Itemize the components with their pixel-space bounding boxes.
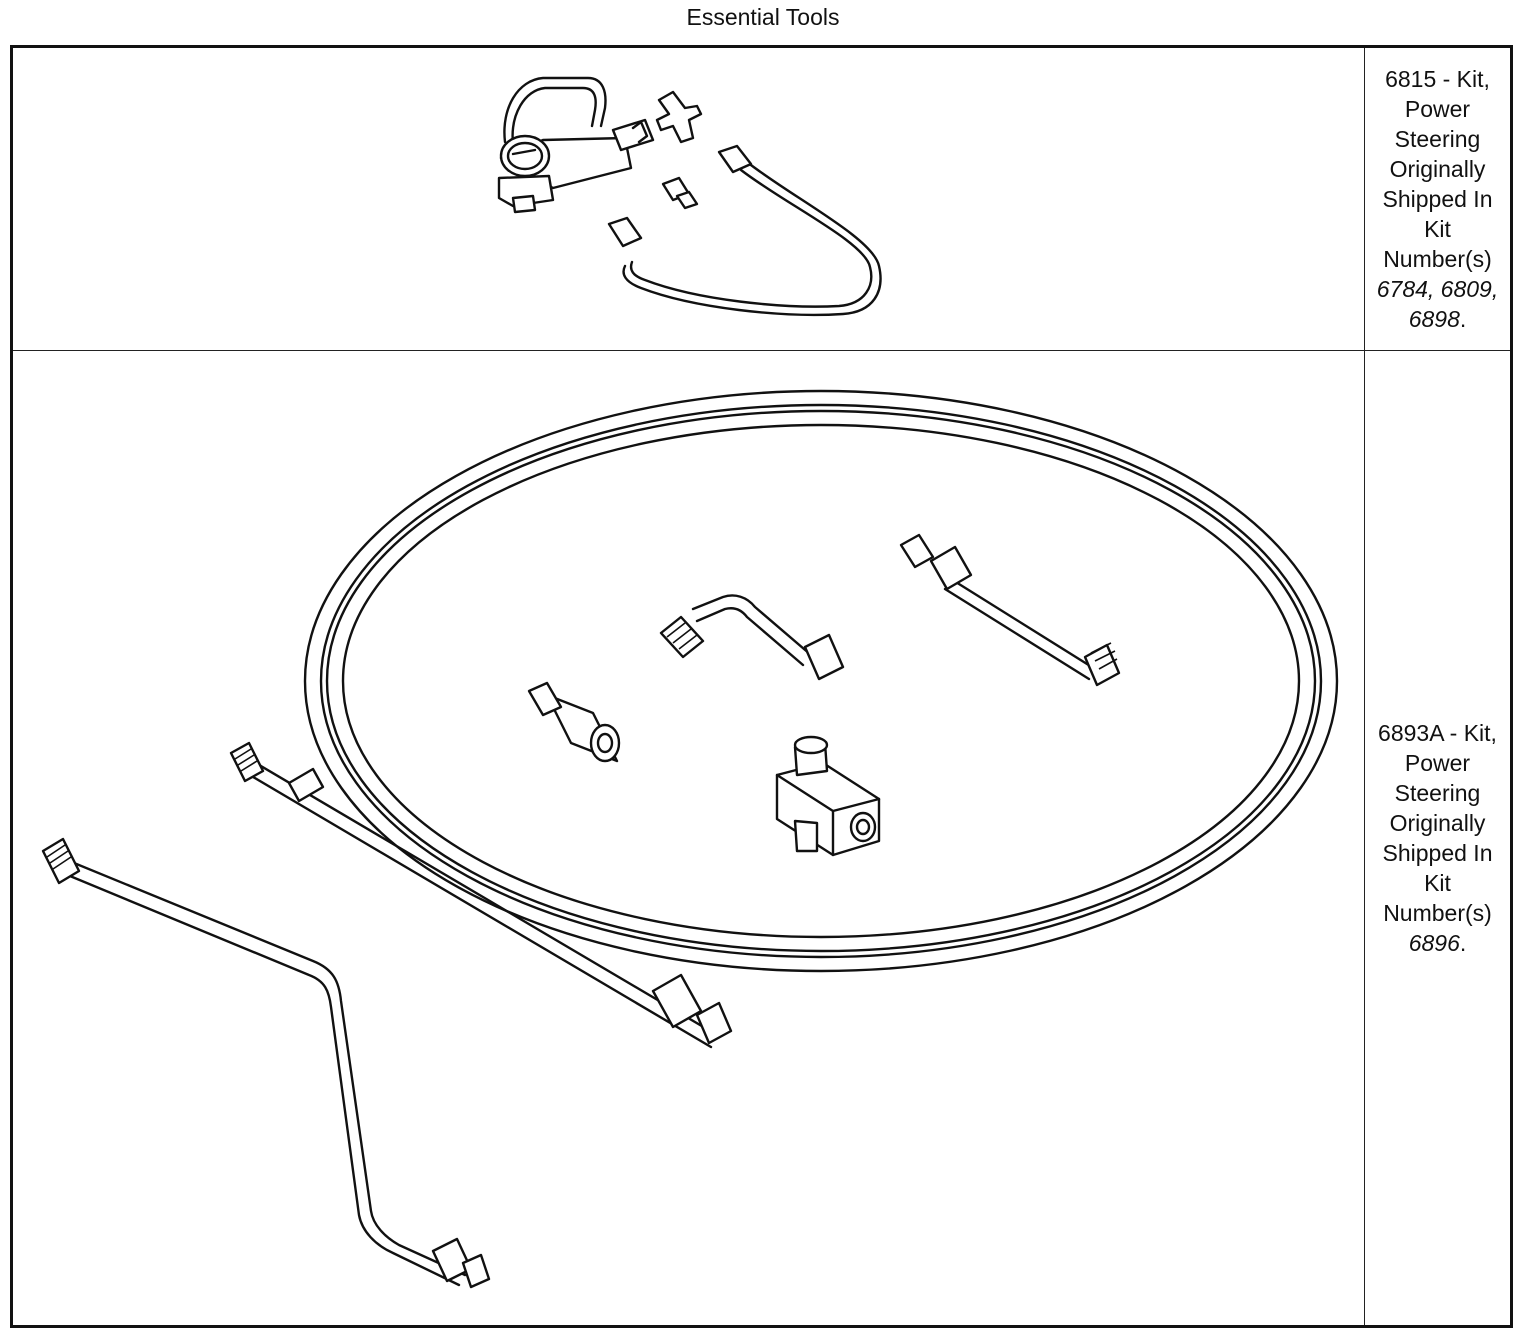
kit-numbers-suffix: .	[1459, 306, 1467, 332]
page-title: Essential Tools	[686, 4, 840, 30]
tool-illustration-cell	[13, 48, 1365, 350]
tool-description: 6893A - Kit, Power Steering Originally S…	[1369, 718, 1506, 958]
essential-tools-table: 6815 - Kit, Power Steering Originally Sh…	[10, 45, 1513, 1328]
kit-numbers: 6896	[1408, 930, 1460, 956]
power-steering-hose-kit-illustration	[41, 389, 1339, 1289]
tool-illustration-cell	[13, 351, 1365, 1325]
tool-description: 6815 - Kit, Power Steering Originally Sh…	[1369, 64, 1506, 334]
tool-description-text: 6815 - Kit, Power Steering Originally Sh…	[1382, 66, 1493, 272]
tool-description-text: 6893A - Kit, Power Steering Originally S…	[1378, 720, 1497, 926]
tool-row-6815: 6815 - Kit, Power Steering Originally Sh…	[13, 48, 1510, 351]
kit-numbers: 6784, 6809, 6898	[1376, 276, 1499, 332]
kit-numbers-suffix: .	[1459, 930, 1467, 956]
power-steering-gauge-kit-illustration	[497, 76, 882, 317]
tool-row-6893a: 6893A - Kit, Power Steering Originally S…	[13, 351, 1510, 1325]
tool-description-cell: 6815 - Kit, Power Steering Originally Sh…	[1365, 48, 1510, 350]
tool-description-cell: 6893A - Kit, Power Steering Originally S…	[1365, 351, 1510, 1325]
